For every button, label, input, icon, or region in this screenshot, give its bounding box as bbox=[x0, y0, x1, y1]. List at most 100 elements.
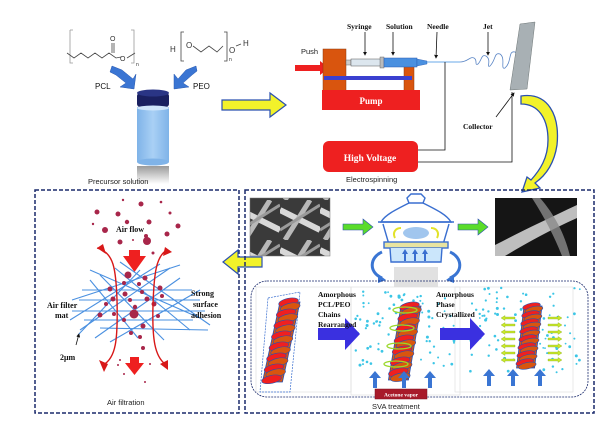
vapor-dot bbox=[453, 341, 455, 344]
yellow-arrow-left-icon bbox=[222, 248, 263, 276]
acetone-vapor-label: Acetone vapor bbox=[384, 393, 419, 399]
crystallization-arrow bbox=[547, 350, 563, 356]
vapor-dot bbox=[495, 291, 498, 294]
vapor-swirl bbox=[383, 306, 418, 368]
vapor-dot bbox=[362, 363, 364, 366]
vapor-dot bbox=[387, 291, 389, 294]
streamline-right bbox=[152, 249, 168, 365]
collector-plate bbox=[509, 21, 536, 91]
crystallization-arrows bbox=[500, 315, 563, 363]
vapor-dot bbox=[449, 314, 452, 318]
vapor-dot bbox=[392, 303, 396, 307]
vapor-dot bbox=[362, 301, 365, 305]
wire-needle bbox=[418, 62, 446, 151]
airflow-out-arrow-icon bbox=[125, 357, 144, 375]
pcl-subscript: n bbox=[136, 62, 139, 68]
electrospinning-section: Push Pump Syringe Solution Needle Jet Co… bbox=[295, 21, 536, 184]
vapor-dot bbox=[419, 299, 422, 302]
vapor-dot bbox=[384, 291, 387, 294]
pcl-ester-o: O bbox=[120, 56, 126, 63]
vapor-dot bbox=[487, 286, 490, 290]
vapor-dot bbox=[488, 293, 491, 295]
electrospinning-caption: Electrospinning bbox=[346, 175, 397, 184]
vapor-dot bbox=[367, 302, 370, 305]
vapor-dot bbox=[420, 358, 422, 361]
vapor-dot bbox=[485, 317, 488, 320]
curved-yellow-arrow-icon bbox=[520, 94, 559, 193]
vapor-dot bbox=[362, 305, 365, 308]
vapor-dot bbox=[555, 371, 558, 374]
vapor-dot bbox=[500, 286, 503, 290]
pcl-structure bbox=[66, 29, 136, 64]
particles-top bbox=[91, 198, 181, 255]
vapor-dot bbox=[421, 302, 424, 305]
push-label: Push bbox=[301, 47, 318, 56]
stage2-label-line2: Phase bbox=[436, 300, 455, 309]
vapor-dot bbox=[380, 349, 384, 353]
vapor-dot bbox=[356, 314, 359, 317]
peo-h-right: H bbox=[243, 39, 249, 48]
vapor-dot bbox=[496, 339, 500, 342]
vapor-dot bbox=[552, 304, 555, 307]
vapor-dot bbox=[378, 324, 381, 327]
vapor-dot bbox=[366, 346, 370, 350]
adhesion-label-line1: Strong bbox=[191, 289, 214, 298]
peo-subscript: n bbox=[229, 57, 232, 63]
filter-mat-label-line2: mat bbox=[55, 311, 69, 320]
adhesion-label-line2: surface bbox=[193, 300, 218, 309]
vapor-dot bbox=[541, 328, 544, 331]
process-arrow-1-icon bbox=[318, 318, 360, 350]
peo-o-left: O bbox=[186, 41, 192, 50]
vapor-dot bbox=[542, 317, 546, 320]
vapor-dot bbox=[452, 324, 455, 327]
vapor-dot bbox=[514, 319, 517, 322]
vapor-dot bbox=[519, 308, 523, 311]
sva-frame bbox=[244, 189, 595, 414]
yellow-arrow-right-icon bbox=[221, 91, 287, 119]
fiber-stage-1 bbox=[259, 291, 301, 393]
vapor-dot bbox=[479, 324, 482, 328]
solution-label: Solution bbox=[386, 22, 414, 31]
vapor-dot bbox=[548, 295, 552, 298]
vapor-dot bbox=[483, 287, 487, 291]
air-filtration-section: Air flow bbox=[47, 198, 222, 407]
vapor-dot bbox=[573, 287, 576, 290]
pcl-arrow-icon bbox=[109, 65, 137, 90]
vapor-dot bbox=[442, 364, 445, 367]
pump-plunger-block bbox=[322, 48, 347, 92]
stage1-label-line1: Amorphous bbox=[318, 290, 356, 299]
process-arrow-2-icon bbox=[440, 318, 485, 350]
syringe-label: Syringe bbox=[347, 22, 372, 31]
vapor-dot bbox=[416, 295, 419, 298]
vapor-dot bbox=[443, 310, 446, 313]
vapor-dot bbox=[376, 312, 380, 316]
vapor-dot bbox=[397, 294, 401, 298]
pump-label: Pump bbox=[359, 96, 382, 106]
label-pointers bbox=[363, 31, 515, 118]
vapor-dot bbox=[428, 325, 431, 328]
fiber-stage-3 bbox=[515, 302, 544, 370]
high-voltage-box bbox=[323, 141, 418, 172]
crystallization-arrow bbox=[547, 336, 563, 342]
circulation-arrow-right-icon bbox=[449, 250, 462, 280]
vapor-dot bbox=[364, 327, 367, 330]
vapor-dot bbox=[544, 347, 546, 349]
vapor-dot bbox=[470, 353, 473, 356]
vapor-dot bbox=[362, 294, 365, 297]
vapor-dot bbox=[366, 319, 369, 323]
vapor-dot bbox=[469, 369, 472, 373]
vapor-dot bbox=[493, 334, 497, 338]
needle-icon bbox=[416, 58, 428, 67]
vapor-dot bbox=[428, 340, 431, 343]
solution-reservoir bbox=[383, 57, 418, 68]
vapor-dot bbox=[369, 362, 373, 365]
vapor-dot bbox=[377, 348, 380, 351]
vapor-dot bbox=[574, 354, 578, 358]
sva-caption: SVA treatment bbox=[372, 402, 421, 411]
vapor-dot bbox=[495, 306, 499, 310]
peo-label: PEO bbox=[193, 82, 210, 91]
crystallization-arrow bbox=[500, 322, 516, 328]
vapor-dot bbox=[551, 365, 555, 368]
vapor-dot bbox=[389, 294, 393, 298]
